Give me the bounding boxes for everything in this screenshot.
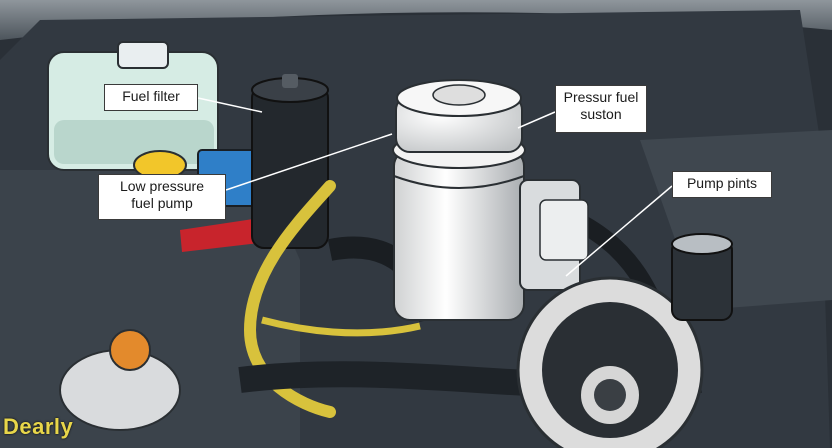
reservoir-cap-icon xyxy=(117,41,169,69)
leader-lines xyxy=(197,97,673,277)
label-low-pressure-line2: fuel pump xyxy=(131,195,193,211)
label-fuel-filter: Fuel filter xyxy=(104,84,198,111)
leader-low-pressure xyxy=(225,133,393,191)
yellow-fuel-line xyxy=(243,180,336,418)
yellow-fuel-line-branch xyxy=(261,316,421,337)
label-low-pressure-fuel-pump: Low pressure fuel pump xyxy=(98,174,226,220)
round-pump-housing xyxy=(516,276,704,448)
label-pressure-line2: suston xyxy=(580,106,622,122)
pressure-fuel-canister xyxy=(392,79,526,321)
label-pressure-fuel-system: Pressur fuel suston xyxy=(555,85,647,133)
label-pressure-line1: Pressur fuel xyxy=(563,89,639,105)
pump-bracket xyxy=(519,179,589,291)
watermark-logo: Dearly xyxy=(3,414,74,439)
leader-pump-pints xyxy=(565,185,673,277)
label-pump-pints: Pump pints xyxy=(672,171,772,198)
leader-fuel-filter xyxy=(197,97,263,113)
label-fuel-filter-text: Fuel filter xyxy=(122,88,180,104)
coolant-reservoir xyxy=(47,41,219,171)
hood-edge xyxy=(0,0,832,40)
oil-cap-icon xyxy=(109,329,151,371)
fuel-filter-cylinder xyxy=(251,74,329,249)
leader-pressure xyxy=(517,111,556,129)
oil-filler xyxy=(59,329,181,431)
label-low-pressure-line1: Low pressure xyxy=(119,178,205,194)
label-pump-pints-text: Pump pints xyxy=(686,175,758,191)
